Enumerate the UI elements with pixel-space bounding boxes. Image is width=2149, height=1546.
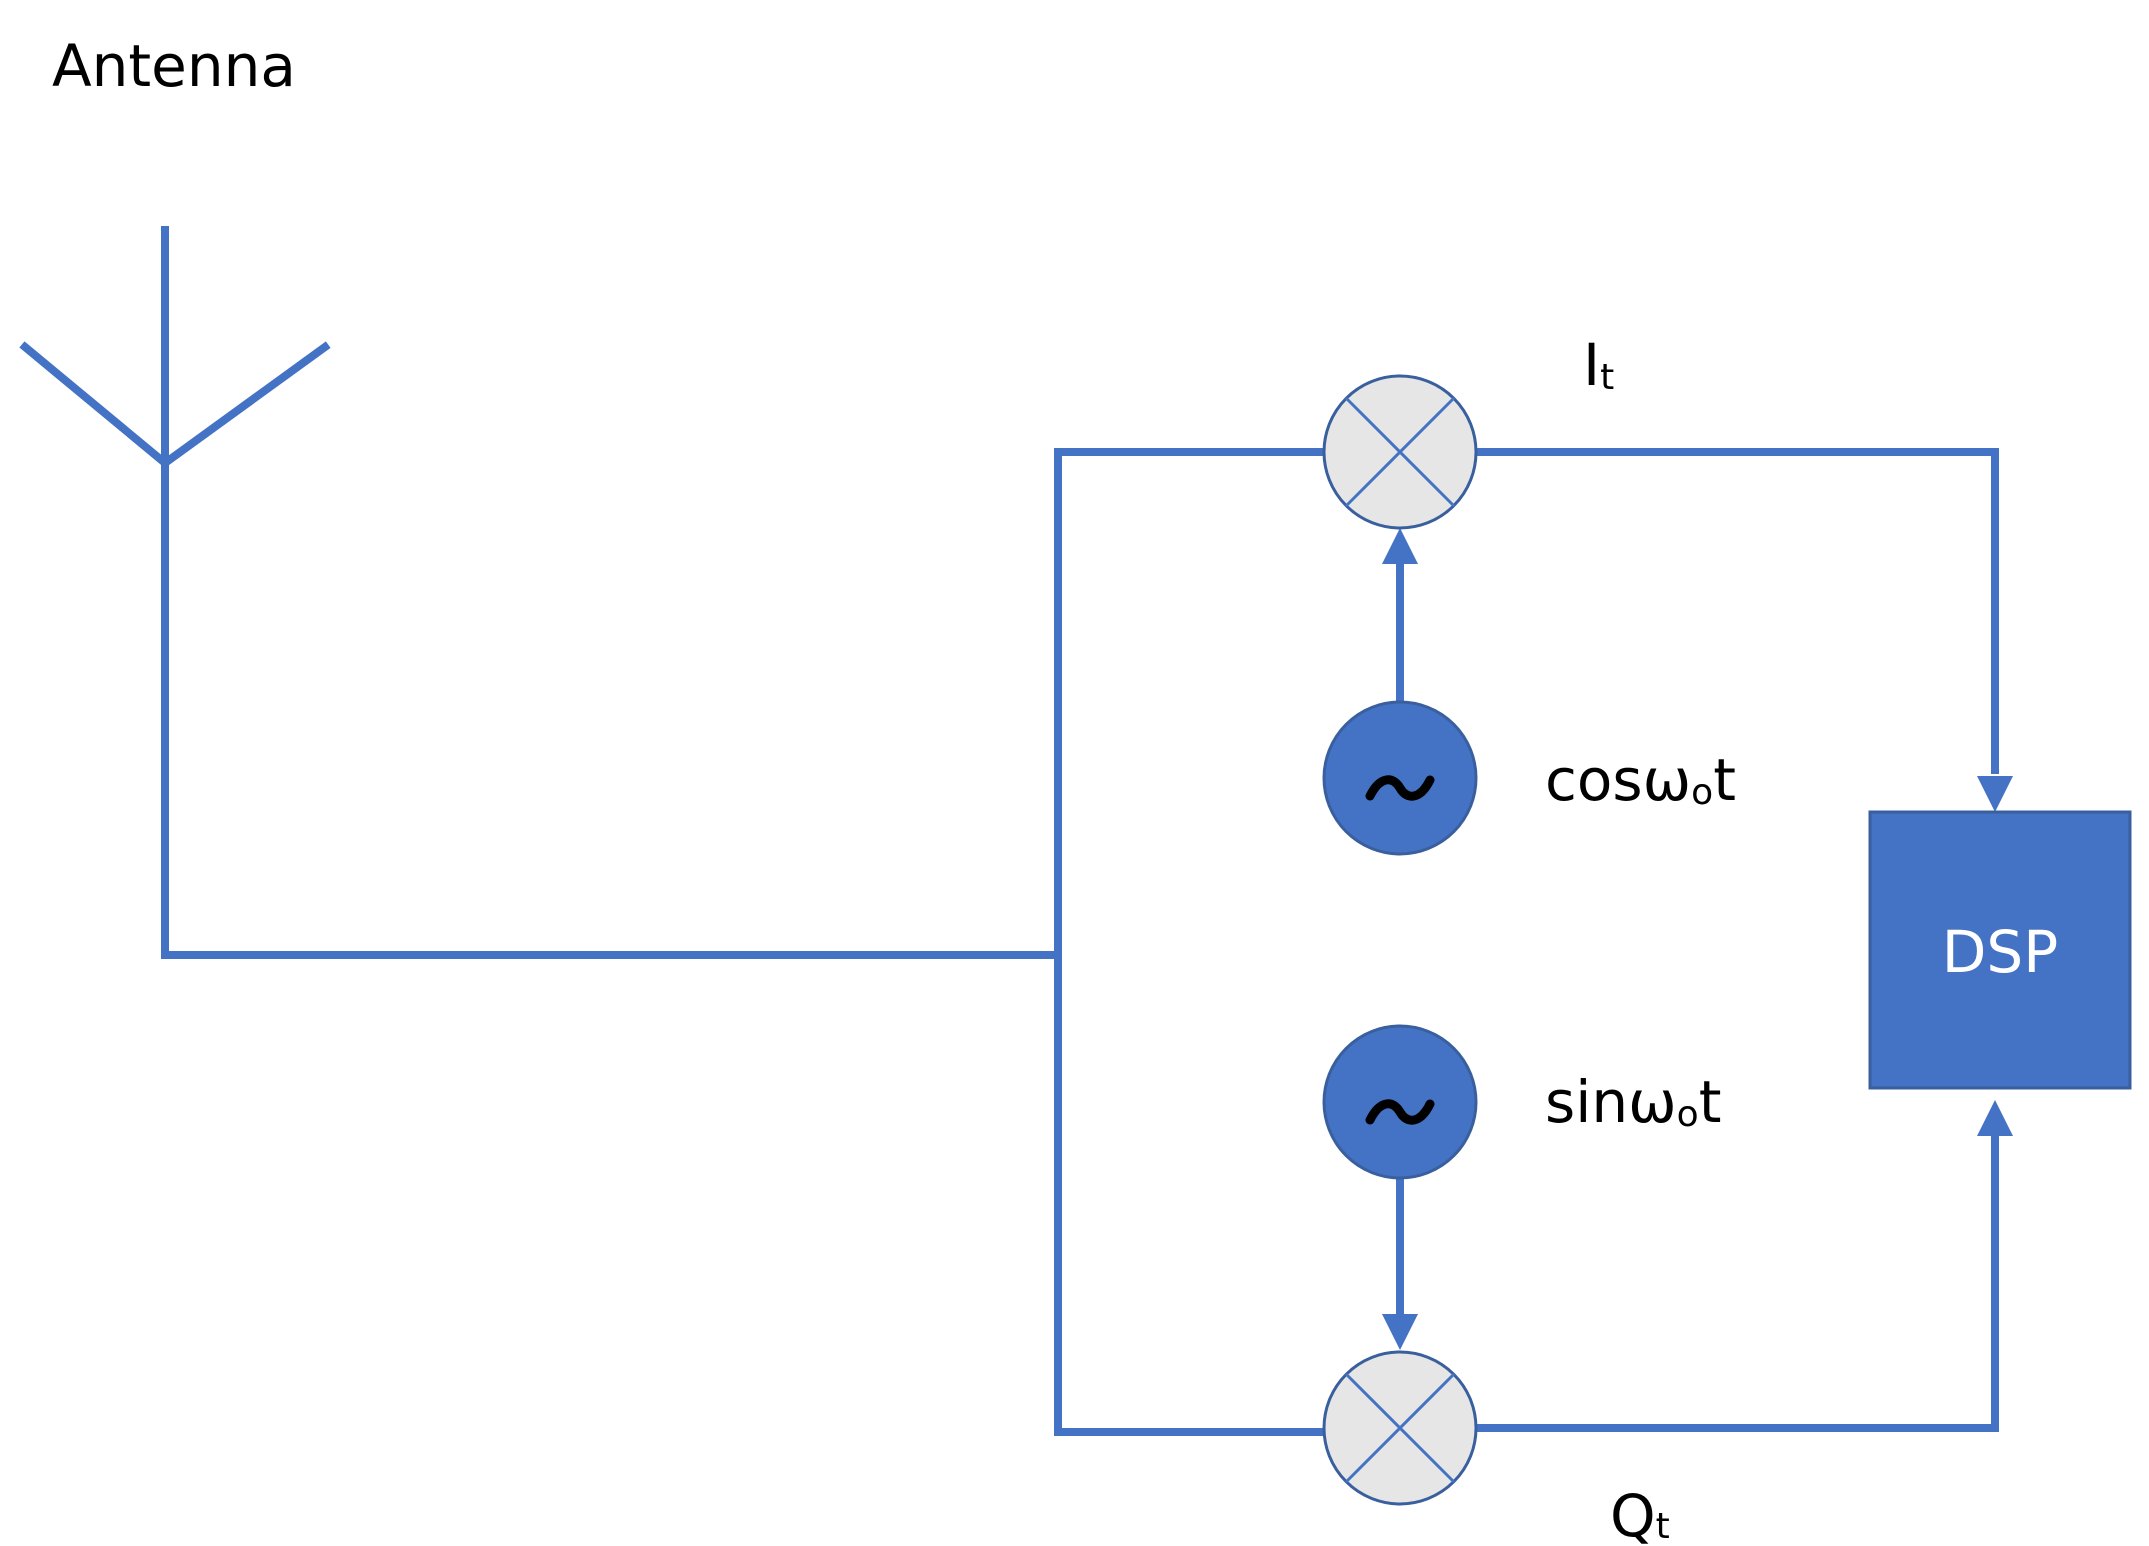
dsp-label: DSP — [1942, 918, 2058, 986]
sin-signal-label: sinωot — [1545, 1068, 1721, 1136]
antenna-label: Antenna — [52, 32, 296, 100]
mixer-i-icon — [1322, 374, 1478, 530]
cos-signal-label: cosωot — [1545, 746, 1736, 814]
i-signal-label: It — [1583, 331, 1614, 399]
q-path-wire — [1472, 1100, 2013, 1432]
sin-lo-wire — [1382, 1172, 1418, 1350]
dsp-block: DSP — [1868, 810, 2132, 1090]
sin-oscillator-icon — [1322, 1024, 1478, 1180]
rf-feed-wire — [161, 448, 1328, 1436]
antenna-icon — [19, 226, 331, 959]
cos-oscillator-icon — [1322, 700, 1478, 856]
mixer-q-icon — [1322, 1350, 1478, 1506]
i-path-wire — [1472, 448, 2013, 812]
cos-lo-wire — [1382, 528, 1418, 704]
q-signal-label: Qt — [1610, 1482, 1670, 1546]
